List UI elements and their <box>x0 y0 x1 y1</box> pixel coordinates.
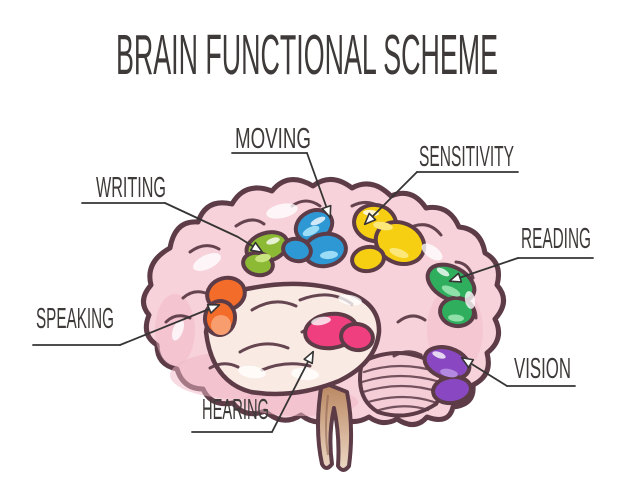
writing-region <box>241 230 290 278</box>
label-writing: WRITING <box>96 172 166 204</box>
vision-region <box>422 345 473 406</box>
label-hearing: HEARING <box>202 394 269 426</box>
sensitivity-pointer-line <box>363 171 519 226</box>
moving-region <box>281 208 348 269</box>
label-reading: READING <box>521 223 591 255</box>
cerebellum <box>358 351 444 418</box>
vision-pointer-line <box>460 356 576 387</box>
hearing-region <box>303 311 375 353</box>
diagram-title: BRAIN FUNCTIONAL SCHEME <box>116 23 498 87</box>
annotation-lines <box>32 152 594 433</box>
gloss-highlights <box>171 203 476 381</box>
moving-pointer-line <box>231 152 332 219</box>
speaking-pointer-line <box>32 303 221 346</box>
hearing-pointer-line <box>191 350 315 433</box>
label-moving: MOVING <box>235 123 311 155</box>
brain-stem <box>316 380 354 472</box>
label-sensitivity: SENSITIVITY <box>419 141 514 173</box>
reading-pointer-line <box>448 257 594 283</box>
label-speaking: SPEAKING <box>36 303 114 335</box>
writing-pointer-line <box>81 202 264 254</box>
label-vision: VISION <box>514 353 571 385</box>
reading-region <box>425 262 477 329</box>
brain-illustration <box>141 177 506 472</box>
